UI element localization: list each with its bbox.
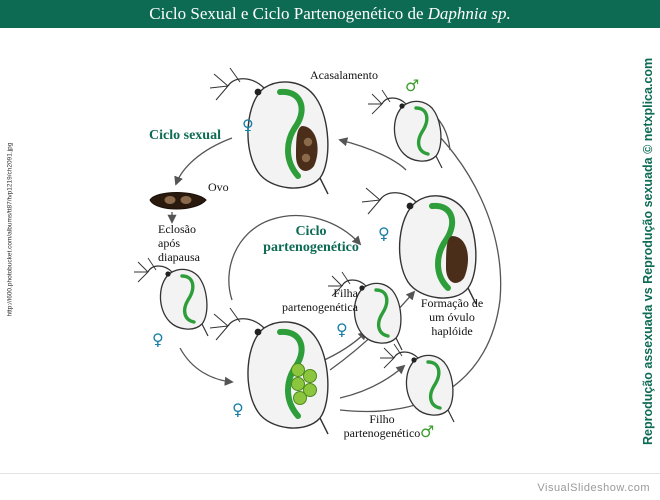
label-ovule-line1: Formação de xyxy=(420,296,484,310)
footer-divider xyxy=(0,473,660,474)
label-ovule-line3: haplóide xyxy=(431,324,473,338)
label-hatch-line3: diapausa xyxy=(158,250,200,264)
male-symbol-top: ♂ xyxy=(405,76,420,95)
daphnia-female-ovule xyxy=(361,187,477,305)
arrow-hatch-to-female xyxy=(179,347,234,386)
daphnia-male-top xyxy=(366,88,444,170)
female-symbol-hatched: ♀ xyxy=(152,330,164,349)
arrow-large-ring xyxy=(339,116,502,413)
daphnia-hatched-female xyxy=(132,256,210,338)
label-hatch-line1: Eclosão xyxy=(158,222,196,236)
footer-watermark: VisualSlideshow.com xyxy=(537,482,650,494)
label-son-line1: Filho xyxy=(369,412,395,426)
title-text: Ciclo Sexual e Ciclo Partenogenético de xyxy=(149,4,424,23)
male-symbol-son: ♂ xyxy=(420,422,435,441)
label-daughter: Filha partenogenética xyxy=(258,286,358,314)
label-daughter-line1: Filha xyxy=(333,286,358,300)
arrow-son xyxy=(339,364,406,399)
sexual-cycle-title: Ciclo sexual xyxy=(149,128,221,143)
daphnia-female-mating xyxy=(209,67,329,195)
label-ovule: Formação de um óvulo haplóide xyxy=(410,296,494,338)
female-symbol-daughter: ♀ xyxy=(336,320,348,339)
partheno-cycle-title-line1: Ciclo xyxy=(295,224,327,239)
label-hatch-line2: após xyxy=(158,236,180,250)
title-bar: Ciclo Sexual e Ciclo Partenogenético de … xyxy=(0,0,660,28)
female-symbol-ovule: ♀ xyxy=(378,224,390,243)
label-ovule-line2: um óvulo xyxy=(429,310,475,324)
daphnia-partheno-female xyxy=(209,307,329,435)
label-hatch: Eclosão após diapausa xyxy=(158,222,200,264)
arrow-egg-from-female xyxy=(174,137,233,186)
label-mating: Acasalamento xyxy=(310,68,378,82)
female-symbol-mating: ♀ xyxy=(242,116,254,135)
label-son-line2: partenogenético xyxy=(343,426,421,440)
female-symbol-partheno: ♀ xyxy=(232,400,244,419)
label-son: Filho partenogenético xyxy=(332,412,432,440)
label-egg: Ovo xyxy=(208,180,229,194)
arrow-male-to-mating xyxy=(338,137,407,171)
title-species: Daphnia sp. xyxy=(427,4,511,23)
label-daughter-line2: partenogenética xyxy=(282,300,358,314)
partheno-cycle-title-line2: partenogenético xyxy=(263,240,359,255)
partheno-cycle-title: Ciclo partenogenético xyxy=(246,224,376,256)
ephippium-egg xyxy=(149,192,207,210)
arrow-partheno-upper xyxy=(228,214,362,301)
